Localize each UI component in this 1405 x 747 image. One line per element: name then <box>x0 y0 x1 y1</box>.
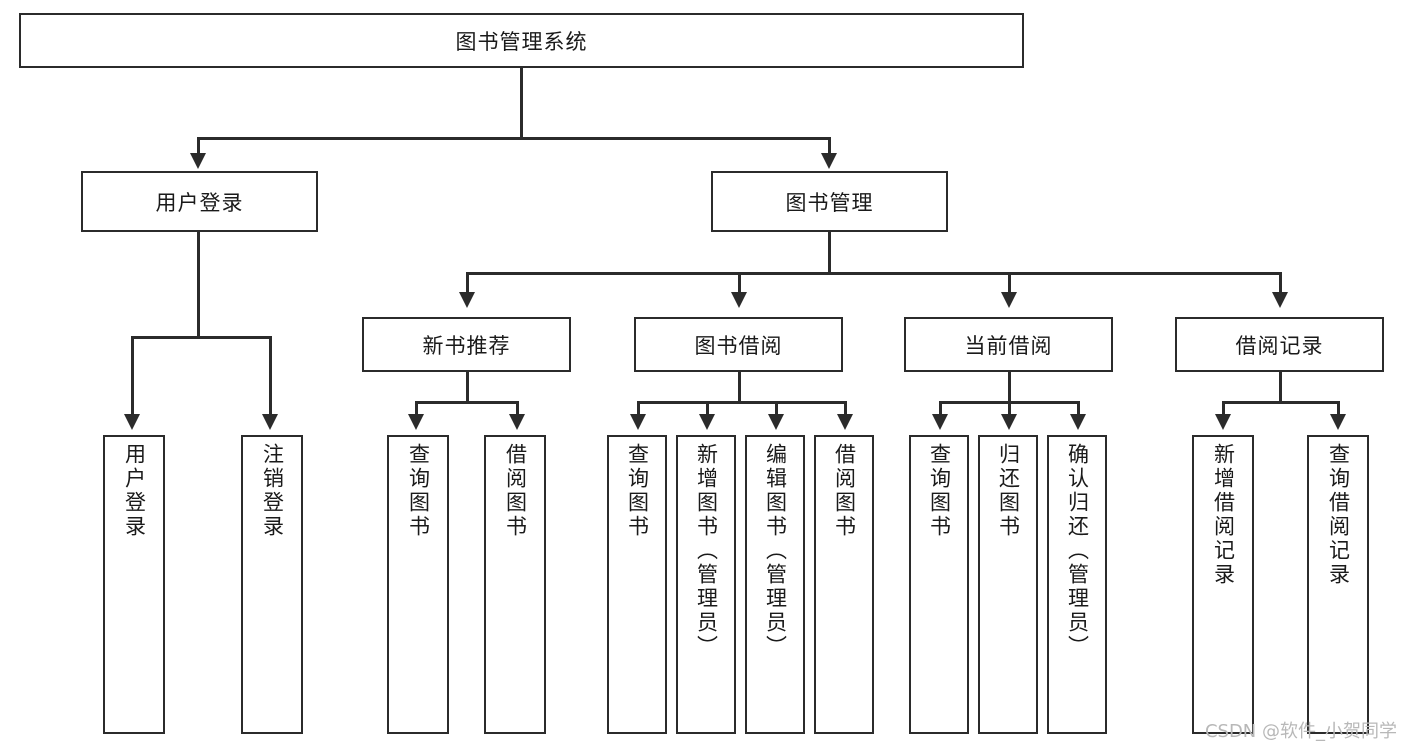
connector-book-borrow-trunk <box>738 372 741 402</box>
connector-root-to-book-mgmt <box>828 137 831 159</box>
arrowhead-leaf-add-record <box>1215 414 1231 430</box>
leaf-user-login[interactable]: 用户登录 <box>103 435 165 734</box>
leaf-add-book-admin[interactable]: 新增图书（管理员） <box>676 435 736 734</box>
connector-user-login-drop-1 <box>131 336 134 418</box>
leaf-label: 借阅图书 <box>832 443 857 539</box>
arrowhead-book-borrow <box>731 292 747 308</box>
leaf-label: 查询借阅记录 <box>1326 443 1351 587</box>
node-book-management[interactable]: 图书管理 <box>711 171 948 232</box>
connector-new-book-trunk <box>466 372 469 402</box>
connector-user-login-drop-2 <box>269 336 272 418</box>
node-new-book-recommend[interactable]: 新书推荐 <box>362 317 571 372</box>
arrowhead-new-book-recommend <box>459 292 475 308</box>
connector-current-borrow-drop-1 <box>939 401 942 418</box>
leaf-query-book-current[interactable]: 查询图书 <box>909 435 969 734</box>
connector-new-book-drop-2 <box>516 401 519 418</box>
leaf-label: 查询图书 <box>406 443 431 539</box>
leaf-label: 查询图书 <box>927 443 952 539</box>
node-borrow-record[interactable]: 借阅记录 <box>1175 317 1384 372</box>
connector-root-bar <box>197 137 831 140</box>
connector-book-mgmt-drop-3 <box>1008 272 1011 296</box>
node-label: 用户登录 <box>155 190 244 215</box>
connector-root-to-user-login <box>197 137 200 159</box>
connector-book-borrow-drop-3 <box>775 401 778 418</box>
connector-book-mgmt-drop-1 <box>466 272 469 296</box>
leaf-add-borrow-record[interactable]: 新增借阅记录 <box>1192 435 1254 734</box>
connector-current-borrow-drop-2 <box>1008 401 1011 418</box>
leaf-logout[interactable]: 注销登录 <box>241 435 303 734</box>
connector-borrow-record-bar <box>1222 401 1340 404</box>
arrowhead-current-borrow <box>1001 292 1017 308</box>
node-current-borrow[interactable]: 当前借阅 <box>904 317 1113 372</box>
connector-book-borrow-drop-4 <box>844 401 847 418</box>
arrowhead-leaf-confirm-return <box>1070 414 1086 430</box>
connector-borrow-record-drop-1 <box>1222 401 1225 418</box>
connector-book-mgmt-trunk <box>828 232 831 273</box>
connector-new-book-drop-1 <box>415 401 418 418</box>
arrowhead-leaf-edit-book <box>768 414 784 430</box>
connector-current-borrow-trunk <box>1008 372 1011 402</box>
leaf-label: 新增图书（管理员） <box>694 443 719 659</box>
connector-borrow-record-trunk <box>1279 372 1282 402</box>
arrowhead-user-login <box>190 153 206 169</box>
leaf-label: 新增借阅记录 <box>1211 443 1236 587</box>
connector-book-borrow-bar <box>637 401 844 404</box>
arrowhead-leaf-user-login <box>124 414 140 430</box>
connector-user-login-trunk <box>197 232 200 336</box>
arrowhead-leaf-query-record <box>1330 414 1346 430</box>
arrowhead-leaf-query-book-3 <box>932 414 948 430</box>
node-label: 图书管理 <box>785 190 874 215</box>
connector-new-book-bar <box>415 401 519 404</box>
leaf-query-book-borrow[interactable]: 查询图书 <box>607 435 667 734</box>
connector-book-borrow-drop-2 <box>706 401 709 418</box>
leaf-label: 编辑图书（管理员） <box>763 443 788 659</box>
node-label: 图书借阅 <box>694 333 783 358</box>
connector-borrow-record-drop-2 <box>1337 401 1340 418</box>
node-label: 借阅记录 <box>1235 333 1324 358</box>
connector-current-borrow-drop-3 <box>1077 401 1080 418</box>
leaf-return-book[interactable]: 归还图书 <box>978 435 1038 734</box>
watermark-text: CSDN @软件_小贺同学 <box>1204 721 1397 742</box>
arrowhead-leaf-query-book-2 <box>630 414 646 430</box>
connector-user-login-bar <box>131 336 272 339</box>
connector-book-mgmt-drop-2 <box>738 272 741 296</box>
node-label: 当前借阅 <box>964 333 1053 358</box>
leaf-label: 用户登录 <box>122 443 147 539</box>
node-user-login[interactable]: 用户登录 <box>81 171 318 232</box>
leaf-query-book-recommend[interactable]: 查询图书 <box>387 435 449 734</box>
arrowhead-leaf-add-book <box>699 414 715 430</box>
node-label: 图书管理系统 <box>455 29 588 54</box>
arrowhead-book-mgmt <box>821 153 837 169</box>
leaf-label: 注销登录 <box>260 443 285 539</box>
node-root-system[interactable]: 图书管理系统 <box>19 13 1024 68</box>
leaf-confirm-return-admin[interactable]: 确认归还（管理员） <box>1047 435 1107 734</box>
connector-book-mgmt-drop-4 <box>1279 272 1282 296</box>
leaf-borrow-book[interactable]: 借阅图书 <box>814 435 874 734</box>
leaf-query-borrow-record[interactable]: 查询借阅记录 <box>1307 435 1369 734</box>
connector-root-trunk <box>520 68 523 137</box>
arrowhead-leaf-return-book <box>1001 414 1017 430</box>
connector-book-mgmt-bar <box>466 272 1279 275</box>
leaf-label: 借阅图书 <box>503 443 528 539</box>
leaf-borrow-book-recommend[interactable]: 借阅图书 <box>484 435 546 734</box>
arrowhead-leaf-query-book-1 <box>408 414 424 430</box>
leaf-label: 归还图书 <box>996 443 1021 539</box>
leaf-label: 确认归还（管理员） <box>1065 443 1090 659</box>
leaf-edit-book-admin[interactable]: 编辑图书（管理员） <box>745 435 805 734</box>
arrowhead-leaf-borrow-book-2 <box>837 414 853 430</box>
leaf-label: 查询图书 <box>625 443 650 539</box>
node-label: 新书推荐 <box>422 333 511 358</box>
arrowhead-leaf-logout <box>262 414 278 430</box>
node-book-borrow[interactable]: 图书借阅 <box>634 317 843 372</box>
arrowhead-leaf-borrow-book-1 <box>509 414 525 430</box>
arrowhead-borrow-record <box>1272 292 1288 308</box>
connector-book-borrow-drop-1 <box>637 401 640 418</box>
